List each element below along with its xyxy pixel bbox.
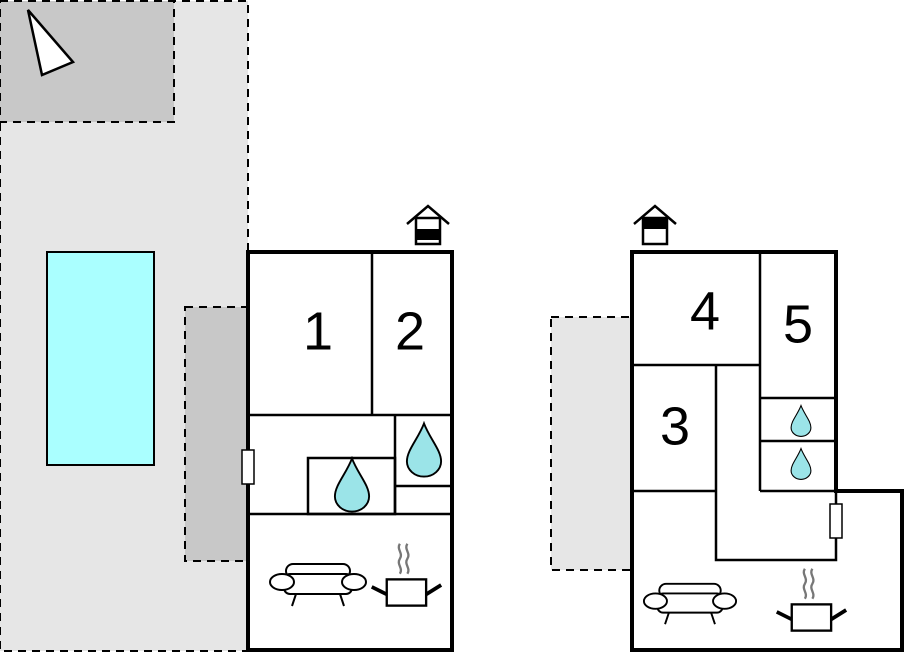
door-icon: [829, 503, 843, 539]
house-level-marker: [416, 229, 440, 240]
room-1-label: 1: [303, 301, 333, 361]
room-2-label: 2: [395, 301, 425, 361]
door-icon: [241, 449, 255, 485]
terrace-top: [0, 0, 175, 123]
terrace-level-2: [550, 316, 633, 571]
room-4-label: 4: [690, 281, 720, 341]
room-3-label: 3: [660, 396, 690, 456]
terrace-side: [184, 306, 249, 562]
pool: [46, 251, 155, 466]
room-5-label: 5: [783, 294, 813, 354]
level-2-plan: [630, 250, 904, 652]
house-level-marker: [643, 218, 667, 229]
north-arrow-icon: [26, 9, 76, 77]
